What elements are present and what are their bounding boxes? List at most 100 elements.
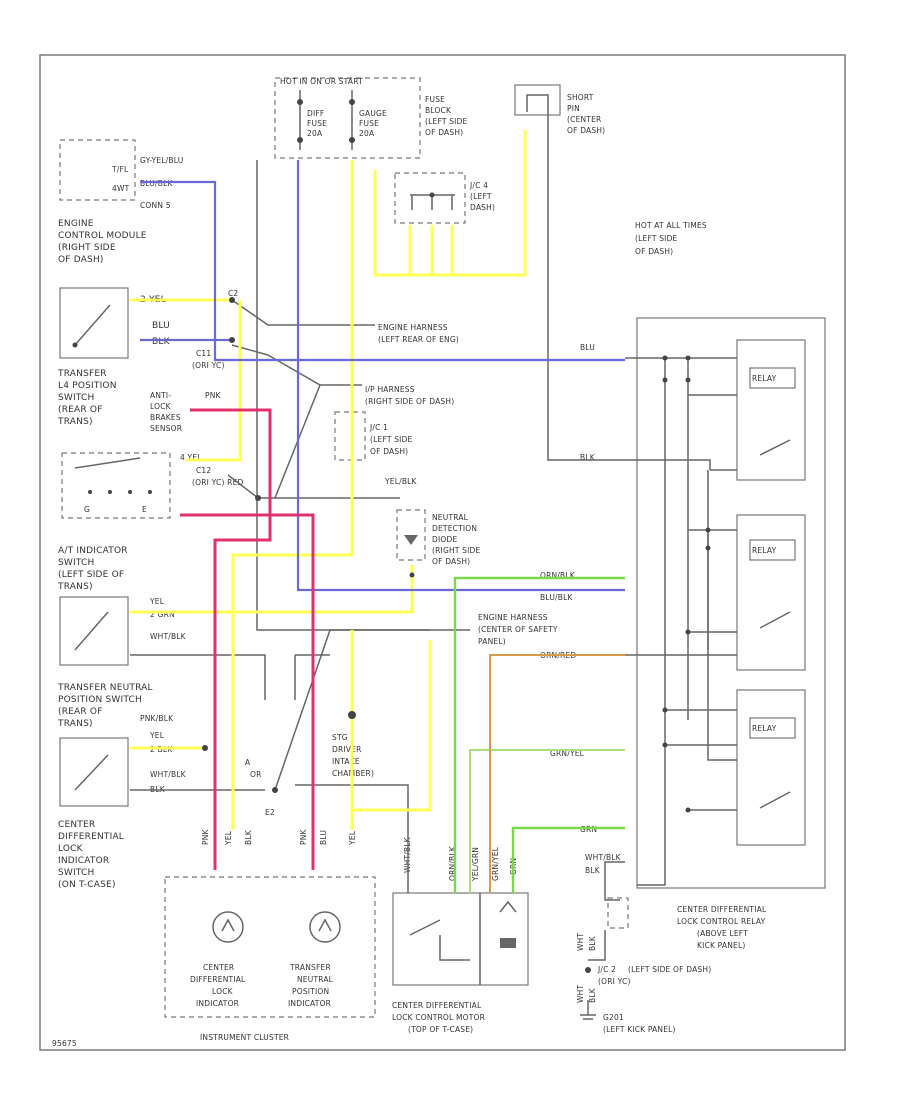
g201-label-1: G201 xyxy=(603,1013,624,1022)
fuse-block-label-1: FUSE xyxy=(425,95,445,104)
relay-label-1: CENTER DIFFERENTIAL xyxy=(677,905,767,914)
ecm-wire-2: BLU/BLK xyxy=(140,179,173,188)
jc4-label-3: DASH) xyxy=(470,203,495,212)
tl4-label-2: L4 POSITION xyxy=(58,381,117,391)
at-label-1: A/T INDICATOR xyxy=(58,546,128,556)
transfer-neutral-switch: WHT/BLK TRANSFER NEUTRAL POSITION SWITCH… xyxy=(57,632,187,807)
wires-pink xyxy=(180,408,315,870)
fuse2-line1: GAUGE xyxy=(359,109,387,118)
tn-label-4: TRANS) xyxy=(57,719,93,729)
tl4-wire-3: BLK xyxy=(152,337,171,347)
jc2-label-2: (LEFT SIDE OF DASH) xyxy=(628,965,711,974)
fuse-block-label-3: (LEFT SIDE xyxy=(425,117,468,126)
fuse1-line3: 20A xyxy=(307,129,323,138)
gauge1-line2: DIFFERENTIAL xyxy=(190,975,246,984)
fuse1-line1: DIFF xyxy=(307,109,324,118)
ecm-label-1: ENGINE xyxy=(58,219,94,229)
ecm-conn: CONN 5 xyxy=(140,201,171,210)
tl4-label-4: (REAR OF xyxy=(58,405,103,415)
cdl-wire-1: WHT/BLK xyxy=(150,770,187,779)
relay-wire-orn: ORN/BLK xyxy=(540,571,576,580)
jc4-label-2: (LEFT xyxy=(470,192,492,201)
cdl-label-4: INDICATOR xyxy=(58,856,109,866)
at-indicator-switch: A/T INDICATOR SWITCH (LEFT SIDE OF TRANS… xyxy=(57,546,175,666)
at-wire-1: YEL xyxy=(149,597,165,606)
wires-grey xyxy=(130,112,737,961)
fuse1-line2: FUSE xyxy=(307,119,327,128)
abs-wire-2: 4 YEL xyxy=(180,453,202,462)
instrument-cluster: PNK YEL BLK PNK BLU YEL CENTER DIFFERENT… xyxy=(164,828,376,1042)
fuse2-line3: 20A xyxy=(359,129,375,138)
cdl-label-2: DIFFERENTIAL xyxy=(58,832,124,842)
nd-label-4: (RIGHT SIDE xyxy=(432,546,481,555)
short-pin-label-4: OF DASH) xyxy=(567,126,605,135)
control-motor: WHT/BLK ORN/BLK YEL/GRN GRN/YEL GRN CENT… xyxy=(392,836,529,1034)
relay-wire-blublk: BLU/BLK xyxy=(540,593,573,602)
control-relay-box: RELAY RELAY RELAY CENTER DIFFERENTIAL LO… xyxy=(540,317,826,950)
cdl-label-3: LOCK xyxy=(58,844,84,854)
footer-id: 95675 xyxy=(52,1039,77,1048)
relay-wire-blu: BLU xyxy=(580,343,595,352)
tn-wire-yel: YEL xyxy=(149,731,165,740)
wires-orange xyxy=(489,654,625,893)
tn-wire-pnk: PNK/BLK xyxy=(140,714,174,723)
cdl-label-1: CENTER xyxy=(58,820,95,830)
ecm-label-3: (RIGHT SIDE xyxy=(58,243,116,253)
tn-label-3: (REAR OF xyxy=(58,707,103,717)
cdl-pin-or: OR xyxy=(250,770,262,779)
cluster-pin-1: PNK xyxy=(201,828,210,845)
junction-nodes xyxy=(202,297,711,813)
abs-wire: PNK xyxy=(205,391,222,400)
relay-label-4: KICK PANEL) xyxy=(697,941,746,950)
cluster-pin-3: BLK xyxy=(244,829,253,845)
ecm-label-2: CONTROL MODULE xyxy=(58,231,147,241)
splice-c2: C2 xyxy=(228,289,238,298)
tl4-label-5: TRANS) xyxy=(57,417,93,427)
hot-label-1: HOT AT ALL TIMES xyxy=(635,221,707,230)
wht-blk-1: WHT/BLK xyxy=(150,632,187,641)
abs-label-3: BRAKES xyxy=(150,413,181,422)
stg-label-2: DRIVER xyxy=(332,745,361,754)
wires-blue xyxy=(140,160,625,592)
nd-label-2: DETECTION xyxy=(432,524,477,533)
tn-label-1: TRANSFER NEUTRAL xyxy=(57,683,153,693)
abs-pin-e: E xyxy=(142,505,147,514)
fuse-block-header: HOT IN ON OR START xyxy=(280,77,363,86)
cdl-pin-e2: E2 xyxy=(265,808,275,817)
jc1-label-3: OF DASH) xyxy=(370,447,408,456)
jc1-label-1: J/C 1 xyxy=(369,423,388,432)
abs-pin-g: G xyxy=(84,505,90,514)
abs-label-1: ANTI- xyxy=(150,391,171,400)
fuse-block: HOT IN ON OR START DIFF FUSE 20A GAUGE F… xyxy=(274,77,468,159)
hot-label-2: (LEFT SIDE xyxy=(635,234,678,243)
hot-label-3: OF DASH) xyxy=(635,247,673,256)
tn-label-2: POSITION SWITCH xyxy=(58,695,142,705)
gauge2-line3: POSITION xyxy=(292,987,329,996)
at-label-4: TRANS) xyxy=(57,582,93,592)
tl4-wire-2: BLU xyxy=(152,321,170,331)
relay-wire-grnyel: GRN/YEL xyxy=(550,749,585,758)
motor-pin-3: YEL/GRN xyxy=(471,847,480,882)
relay-gnd-wire-2: BLK xyxy=(585,866,601,875)
at-label-2: SWITCH xyxy=(58,558,95,568)
jc4-label-1: J/C 4 xyxy=(469,181,488,190)
relay-gnd-wire-1: WHT/BLK xyxy=(585,853,622,862)
fuse2-line2: FUSE xyxy=(359,119,379,128)
short-pin: SHORT PIN (CENTER OF DASH) xyxy=(514,84,605,135)
engine-control-module: T/FL 4WT GY-YEL/BLU BLU/BLK CONN 5 ENGIN… xyxy=(58,139,183,265)
ecm-pin-2: 4WT xyxy=(112,184,130,193)
cdl-pin-a: A xyxy=(245,758,251,767)
jc1-box xyxy=(334,411,366,461)
wires-green xyxy=(453,576,625,893)
fuse-block-label-4: OF DASH) xyxy=(425,128,463,137)
motor-pin-2: ORN/BLK xyxy=(448,845,457,881)
jc2-wire-3: WHT xyxy=(576,985,585,1003)
ip-harness-2: (RIGHT SIDE OF DASH) xyxy=(365,397,454,406)
cluster-pin-2: YEL xyxy=(224,830,233,846)
relay-coil-2: RELAY xyxy=(752,546,777,555)
nd-label-1: NEUTRAL xyxy=(432,513,469,522)
antilock-brakes-sensor: ANTI- LOCK BRAKES SENSOR PNK G E 4 YEL xyxy=(61,391,222,519)
tl4-label-3: SWITCH xyxy=(58,393,95,403)
gauge1-line1: CENTER xyxy=(203,963,234,972)
